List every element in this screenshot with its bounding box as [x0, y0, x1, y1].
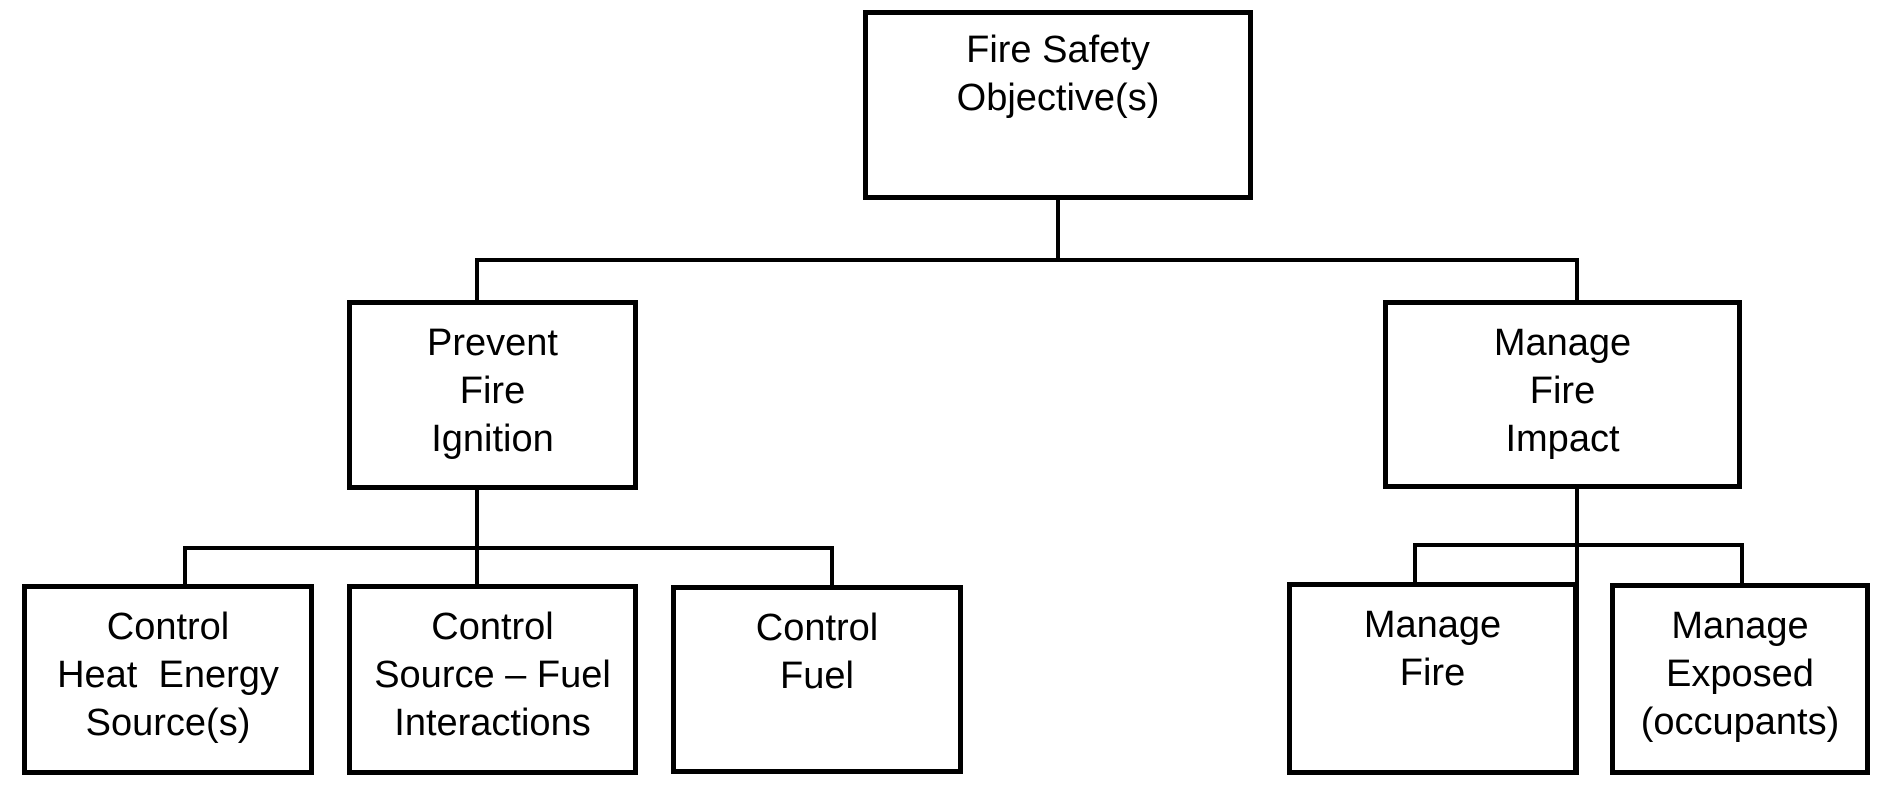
node-control-source-fuel-interactions-label: Control Source – Fuel Interactions	[374, 606, 611, 744]
connector-level1-bar	[475, 258, 1579, 262]
node-prevent-fire-ignition: Prevent Fire Ignition	[347, 300, 638, 490]
node-manage-exposed-occupants: Manage Exposed (occupants)	[1610, 583, 1870, 775]
node-control-heat-energy-sources: Control Heat Energy Source(s)	[22, 584, 314, 775]
connector-drop-control-fuel	[830, 546, 834, 589]
node-fire-safety-objectives-label: Fire Safety Objective(s)	[956, 29, 1160, 119]
node-manage-fire-impact: Manage Fire Impact	[1383, 300, 1742, 489]
node-manage-fire: Manage Fire	[1287, 582, 1578, 775]
connector-level2-right-bar	[1413, 543, 1744, 547]
node-control-source-fuel-interactions: Control Source – Fuel Interactions	[347, 584, 638, 775]
node-manage-fire-label: Manage Fire	[1363, 604, 1502, 694]
node-control-fuel-label: Control Fuel	[755, 607, 879, 697]
node-manage-fire-impact-label: Manage Fire Impact	[1493, 322, 1632, 460]
connector-drop-manage-fire	[1413, 543, 1417, 586]
connector-root-stem	[1056, 198, 1060, 262]
node-control-fuel: Control Fuel	[671, 585, 963, 774]
connector-prevent-stem	[475, 488, 479, 588]
connector-level2-left-bar	[183, 546, 834, 550]
connector-drop-manage-fire-impact	[1575, 258, 1579, 304]
node-prevent-fire-ignition-label: Prevent Fire Ignition	[427, 322, 558, 460]
node-control-heat-energy-sources-label: Control Heat Energy Source(s)	[57, 606, 279, 744]
connector-drop-prevent-fire-ignition	[475, 258, 479, 304]
connector-drop-control-heat	[183, 546, 187, 588]
connector-drop-manage-exposed	[1740, 543, 1744, 587]
node-fire-safety-objectives: Fire Safety Objective(s)	[863, 10, 1253, 200]
node-manage-exposed-occupants-label: Manage Exposed (occupants)	[1640, 605, 1840, 743]
